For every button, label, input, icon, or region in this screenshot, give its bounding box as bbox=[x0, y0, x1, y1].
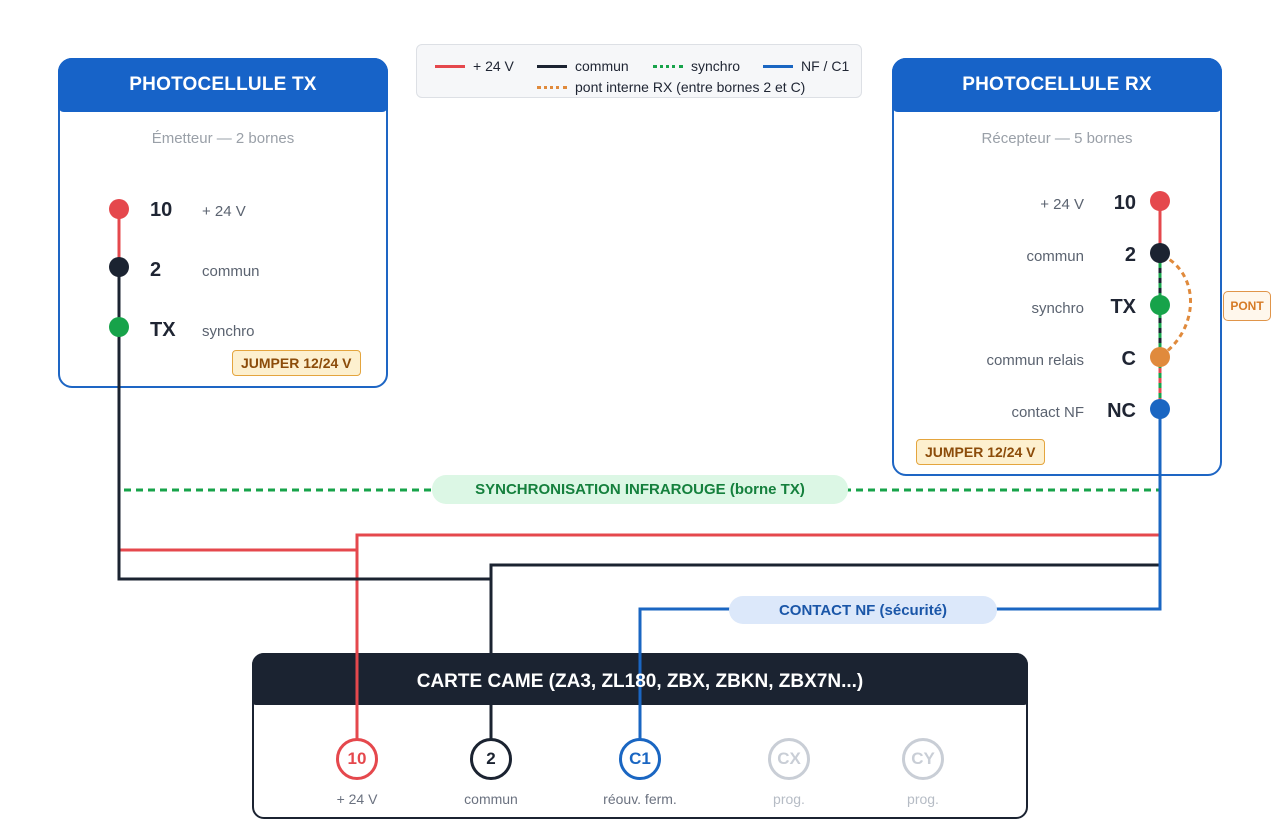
rx-terminal-tx-label: synchro bbox=[1031, 300, 1084, 317]
card-terminal-c1: C1 bbox=[619, 738, 661, 780]
rx-terminal-10-label: + 24 V bbox=[1040, 196, 1084, 213]
card-terminal-cx: CX bbox=[768, 738, 810, 780]
photocell-tx-subtitle: Émetteur — 2 bornes bbox=[151, 130, 295, 147]
tx-jumper-badge: JUMPER 12/24 V bbox=[232, 350, 361, 376]
card-terminal-10-label: + 24 V bbox=[336, 791, 378, 807]
photocell-rx-box: PHOTOCELLULE RX Récepteur — 5 bornes + 2… bbox=[892, 58, 1222, 476]
tx-terminal-10-number: 10 bbox=[150, 199, 173, 221]
legend-swatch-pont bbox=[537, 86, 567, 89]
legend-swatch-commun bbox=[537, 65, 567, 68]
card-terminal-10: 10 bbox=[336, 738, 378, 780]
rx-terminal-nc-label: contact NF bbox=[1011, 404, 1084, 421]
card-terminal-2-label: commun bbox=[464, 791, 518, 807]
tx-terminal-10-label: + 24 V bbox=[202, 203, 246, 220]
tx-terminal-tx-label: synchro bbox=[202, 323, 255, 340]
nf-contact-label: CONTACT NF (sécurité) bbox=[729, 596, 997, 624]
tx-terminal-tx-number: TX bbox=[150, 319, 176, 341]
came-board-title: CARTE CAME (ZA3, ZL180, ZBX, ZBKN, ZBX7N… bbox=[416, 671, 864, 692]
photocell-tx-box: PHOTOCELLULE TX Émetteur — 2 bornes 10 +… bbox=[58, 58, 388, 388]
legend-label-commun: commun bbox=[575, 58, 629, 74]
tx-terminal-2-number: 2 bbox=[150, 259, 162, 281]
legend-label-plus24: + 24 V bbox=[473, 58, 514, 74]
photocell-rx-title: PHOTOCELLULE RX bbox=[892, 58, 1222, 112]
legend-label-synchro: synchro bbox=[691, 58, 741, 74]
rx-terminal-2-number: 2 bbox=[1124, 244, 1136, 266]
card-terminal-cx-label: prog. bbox=[773, 791, 805, 807]
card-terminal-c1-label: réouv. ferm. bbox=[603, 791, 677, 807]
rx-jumper-badge: JUMPER 12/24 V bbox=[916, 439, 1045, 465]
card-terminal-cy-label: prog. bbox=[907, 791, 939, 807]
card-terminal-2: 2 bbox=[470, 738, 512, 780]
legend-swatch-synchro bbox=[653, 65, 683, 68]
card-terminal-cy: CY bbox=[902, 738, 944, 780]
sync-infrared-label: SYNCHRONISATION INFRAROUGE (borne TX) bbox=[432, 475, 848, 504]
photocell-rx-subtitle: Récepteur — 5 bornes bbox=[981, 130, 1133, 147]
photocell-tx-title: PHOTOCELLULE TX bbox=[58, 58, 388, 112]
legend: + 24 V commun synchro NF / C1 pont inter… bbox=[416, 44, 862, 98]
rx-terminal-10-number: 10 bbox=[1113, 192, 1136, 214]
tx-terminal-2-label: commun bbox=[202, 263, 260, 280]
legend-swatch-nf bbox=[763, 65, 793, 68]
rx-terminal-2-label: commun bbox=[1026, 248, 1084, 265]
rx-terminal-tx-number: TX bbox=[1110, 296, 1136, 318]
rx-terminal-c-number: C bbox=[1121, 348, 1136, 370]
legend-label-pont: pont interne RX (entre bornes 2 et C) bbox=[575, 79, 806, 95]
legend-label-nf: NF / C1 bbox=[801, 58, 850, 74]
rx-terminal-c-label: commun relais bbox=[986, 352, 1084, 369]
rx-terminal-nc-number: NC bbox=[1107, 400, 1136, 422]
pont-label: PONT bbox=[1223, 291, 1271, 321]
legend-swatch-plus24 bbox=[435, 65, 465, 68]
